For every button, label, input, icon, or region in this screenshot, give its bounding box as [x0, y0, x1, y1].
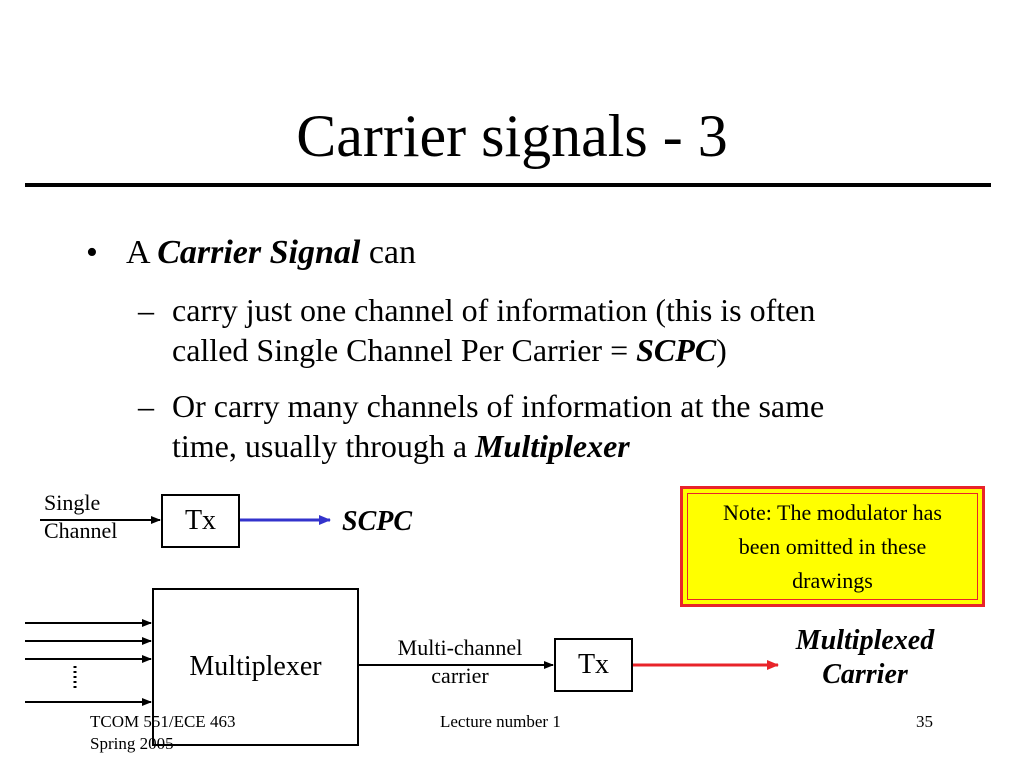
- bullet-carrier-signal: • A Carrier Signal can: [86, 230, 416, 276]
- single-channel-label: Single Channel: [44, 489, 117, 545]
- transmitter-label: Tx: [184, 505, 217, 536]
- multichannel-carrier-label: Multi-channel carrier: [380, 634, 540, 690]
- transmitter-box-multiplexed: Tx: [554, 638, 633, 692]
- footer-course-line: Spring 2005: [90, 734, 174, 753]
- sub-marker: –: [138, 388, 154, 424]
- sub-item-emphasis: SCPC: [636, 332, 717, 368]
- bullet-marker: •: [86, 234, 98, 271]
- note-text: Note: The modulator has been omitted in …: [687, 493, 978, 600]
- title-divider: [25, 183, 991, 187]
- bullet-suffix: can: [368, 234, 416, 271]
- sub-item-line: Or carry many channels of information at…: [172, 388, 825, 424]
- slide-title: Carrier signals - 3: [296, 103, 728, 169]
- footer-course-line: TCOM 551/ECE 463: [90, 712, 236, 731]
- footer-course: TCOM 551/ECE 463 Spring 2005: [90, 711, 235, 755]
- multichannel-label-line: Multi-channel: [397, 635, 523, 660]
- multiplexed-label-line: Carrier: [822, 659, 908, 690]
- sub-item-scpc: –carry just one channel of information (…: [138, 290, 815, 370]
- multiplexed-label-line: Multiplexed: [795, 625, 935, 656]
- sub-item-line: ): [716, 332, 727, 368]
- single-channel-label-line: Single: [44, 490, 101, 515]
- footer-lecture: Lecture number 1: [440, 712, 561, 731]
- footer-page-number: 35: [916, 712, 933, 731]
- bullet-emphasis: Carrier Signal: [157, 234, 361, 271]
- multiplexer-label: Multiplexer: [189, 651, 322, 682]
- sub-item-multiplexer: –Or carry many channels of information a…: [138, 386, 824, 466]
- sub-item-emphasis: Multiplexer: [475, 428, 630, 464]
- sub-item-line: called Single Channel Per Carrier =: [172, 332, 637, 368]
- sub-item-line: time, usually through a: [172, 428, 476, 464]
- transmitter-box-single: Tx: [161, 494, 240, 548]
- note-box: Note: The modulator has been omitted in …: [680, 486, 985, 607]
- multichannel-label-line: carrier: [431, 663, 489, 688]
- single-channel-label-line: Channel: [44, 518, 118, 543]
- multiplexer-box: Multiplexer: [152, 588, 359, 746]
- multiplexed-carrier-label: Multiplexed Carrier: [770, 624, 960, 692]
- scpc-label: SCPC: [342, 506, 413, 537]
- bullet-prefix: A: [126, 234, 149, 271]
- sub-item-line: carry just one channel of information (t…: [172, 292, 816, 328]
- transmitter-label: Tx: [577, 649, 610, 680]
- sub-marker: –: [138, 292, 154, 328]
